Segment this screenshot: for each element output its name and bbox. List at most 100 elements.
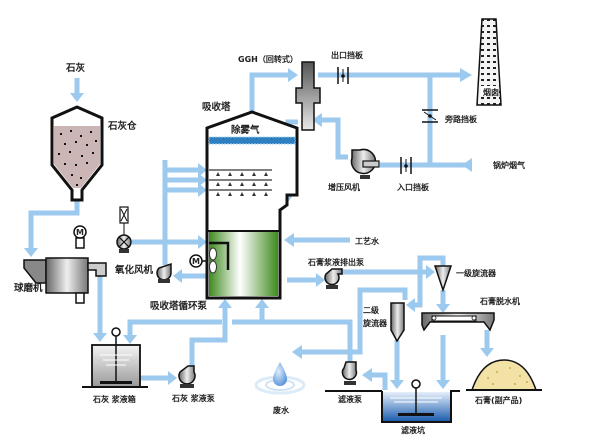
gypsum-pump-icon — [324, 268, 343, 286]
outlet-damper — [337, 67, 349, 84]
label-primary-cyclone: 一级旋流器 — [456, 268, 497, 278]
spray-levels — [209, 169, 272, 191]
pipe-absorber-to-ggh — [249, 72, 290, 112]
chimney — [476, 18, 502, 106]
absorber-slurry — [209, 232, 278, 296]
bypass-damper-icon — [428, 114, 432, 118]
agitator-blade-bottom — [209, 260, 217, 274]
absorber-tower: M — [189, 110, 299, 300]
primary-cyclone — [433, 265, 453, 293]
pipe-pit-to-filtrate-pump — [370, 372, 388, 390]
arrow-to-circ-pump — [173, 269, 182, 283]
arrow-absorber-to-ggh — [288, 68, 298, 82]
chimney-stack — [476, 18, 502, 106]
ggh — [295, 61, 321, 131]
label-outlet-damper: 出口挡板 — [331, 50, 364, 60]
ball-mill-motor-label: M — [76, 228, 84, 237]
gypsum-pile — [466, 359, 542, 391]
arrow-booster-to-ggh — [312, 113, 322, 127]
label-filtrate-pump: 滤液泵 — [338, 394, 362, 404]
label-slurry-tank: 石灰 浆液箱 — [92, 394, 136, 404]
slurry-tank-agitator-blade — [100, 381, 132, 384]
label-waste-water: 废水 — [273, 405, 290, 415]
pipe-secondary-overflow — [350, 287, 408, 355]
pit-agitator-motor — [411, 379, 421, 389]
label-gypsum-product: 石膏(副产品) — [474, 395, 522, 405]
label-bypass-damper: 旁路挡板 — [444, 114, 478, 124]
arrow-secondary-to-pit — [390, 380, 404, 389]
bypass-damper — [422, 109, 438, 123]
arrow-silo-to-mill — [24, 248, 38, 257]
waste-water — [254, 362, 306, 395]
pipe-silo-to-mill — [28, 200, 80, 250]
arrow-filtrate-to-absorber — [255, 299, 269, 308]
ball-mill-hopper — [23, 259, 47, 284]
limestone-silo — [50, 105, 104, 202]
arrow-to-dewatering — [436, 304, 450, 313]
label-limestone: 石灰 — [65, 62, 86, 74]
primary-cyclone-icon — [433, 265, 453, 293]
silo-fill — [54, 126, 100, 188]
gypsum-dewatering-machine — [421, 312, 495, 332]
label-boiler-flue-gas: 锅炉烟气 — [492, 160, 525, 170]
limestone-slurry-pump — [178, 365, 196, 388]
label-booster-fan: 增压风机 — [328, 182, 360, 192]
arrow-pit-to-filtrate-pump — [362, 368, 372, 382]
limestone-slurry-tank — [82, 327, 148, 388]
label-circ-pump: 吸收塔循环泵 — [150, 300, 208, 312]
inlet-damper — [400, 157, 412, 174]
arrow-recycle-to-tank — [123, 335, 137, 344]
label-ggh: GGH（回转式） — [238, 54, 298, 64]
label-absorber: 吸收塔 — [202, 101, 231, 113]
ball-mill-base — [75, 292, 85, 304]
water-drop-icon — [273, 362, 287, 386]
arrow-spray-level-3 — [198, 183, 207, 197]
pipe-to-secondary-cyclone — [413, 255, 446, 308]
demister-layer — [209, 137, 295, 144]
absorber-motor-label: M — [192, 257, 200, 266]
arrow-waste-water — [292, 345, 302, 359]
arrow-mill-to-tank — [93, 333, 107, 342]
label-ball-mill: 球磨机 — [14, 282, 43, 294]
arrow-to-gypsum — [480, 348, 494, 357]
arrow-process-water — [284, 233, 294, 247]
label-process-water: 工艺水 — [355, 236, 380, 246]
label-secondary-cyclone-line1: 二级 — [363, 305, 380, 315]
spray-nozzles — [216, 172, 268, 196]
slurry-pump-icon — [178, 365, 196, 385]
oxidation-fan — [116, 206, 132, 253]
label-slurry-pump: 石灰 浆液泵 — [171, 393, 215, 403]
booster-fan — [350, 148, 380, 179]
pipe-recycle-to-tank — [127, 319, 222, 337]
arrow-to-primary-cyclone — [426, 265, 435, 279]
label-secondary-cyclone-line2: 旋流器 — [362, 318, 388, 328]
arrow-boiler-flue-gas — [462, 158, 472, 172]
label-filtrate-pit: 滤液坑 — [401, 425, 425, 435]
label-gypsum-discharge-pump: 石膏浆液排出泵 — [307, 257, 364, 267]
oxidation-fan-base — [119, 249, 129, 253]
pit-agitator-blade — [398, 413, 434, 416]
ball-mill: M — [23, 225, 107, 304]
pipe-booster-to-ggh — [320, 117, 348, 160]
label-oxidation-fan: 氧化风机 — [114, 264, 154, 276]
ball-mill-coupling — [75, 237, 85, 249]
pipe-pump-to-absorber — [189, 306, 228, 368]
label-gypsum-dewatering: 石膏脱水机 — [479, 296, 520, 306]
gypsum-discharge-pump — [324, 268, 343, 289]
label-chimney: 烟囱 — [483, 87, 499, 97]
arrow-spray-level-1 — [198, 163, 207, 177]
arrow-tank-to-pump — [168, 371, 177, 385]
arrow-ggh-to-chimney — [460, 68, 472, 82]
arrow-dewatering-filtrate — [436, 380, 450, 389]
ball-mill-drum — [45, 257, 89, 294]
slurry-tank-agitator-motor — [111, 327, 121, 337]
outlet-damper-icon — [341, 74, 345, 78]
arrow-to-gypsum-pump — [316, 273, 325, 287]
labels: 石灰 石灰仓 球磨机 氧化风机 吸收塔循环泵 吸收塔 除雾气 GGH（回转式） … — [14, 50, 525, 435]
label-limestone-silo: 石灰仓 — [107, 120, 137, 132]
absorber-circulation-pump — [156, 262, 172, 283]
label-demister: 除雾气 — [231, 124, 260, 136]
gypsum-pile-icon — [470, 359, 538, 391]
arrow-to-secondary-cyclone — [406, 298, 415, 312]
